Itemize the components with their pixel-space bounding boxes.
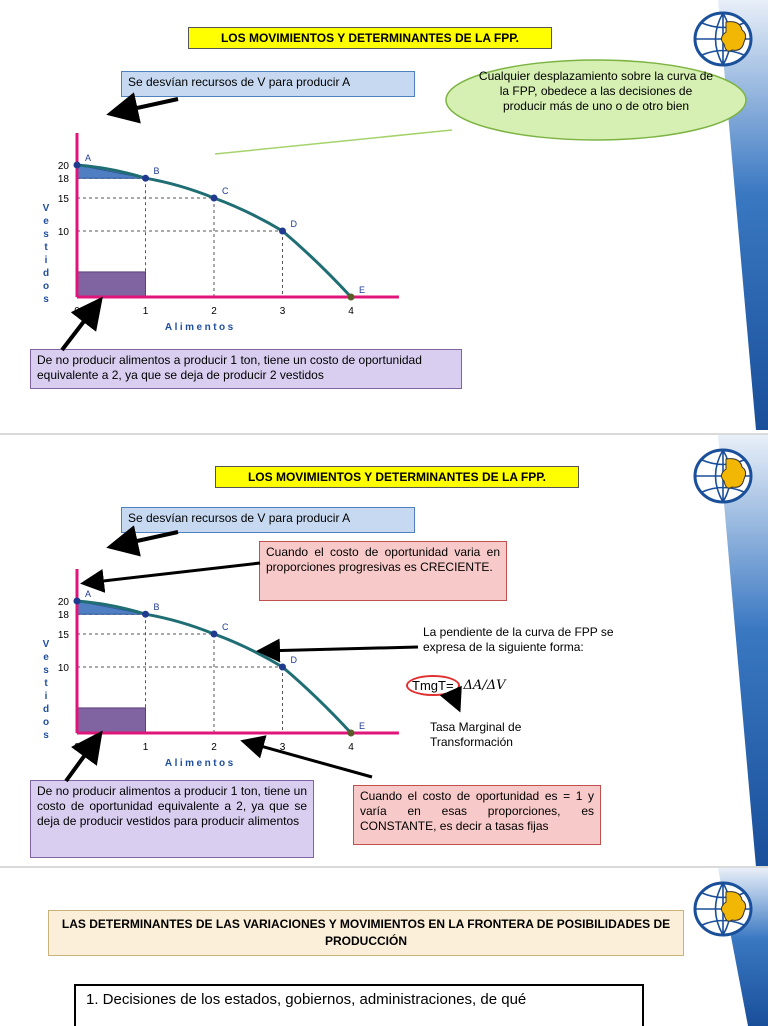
data-point-c bbox=[210, 630, 218, 638]
opportunity-cost-note: De no producir alimentos a producir 1 to… bbox=[30, 349, 462, 389]
x-tick-label: 3 bbox=[280, 306, 286, 317]
data-point-b bbox=[142, 610, 149, 618]
point-label: E bbox=[359, 285, 365, 295]
globe-logo-icon bbox=[693, 881, 753, 937]
point-label: B bbox=[154, 166, 160, 176]
slide-2: LOS MOVIMIENTOS Y DETERMINANTES DE LA FP… bbox=[0, 433, 768, 867]
x-tick-label: 2 bbox=[211, 742, 217, 753]
arrow-icon bbox=[439, 685, 462, 713]
y-tick-label: 20 bbox=[58, 597, 70, 608]
y-axis-label-char: s bbox=[43, 294, 49, 305]
y-axis-label-char: i bbox=[45, 691, 48, 702]
point-label: B bbox=[154, 602, 160, 612]
y-tick-label: 18 bbox=[58, 174, 70, 185]
arrow-icon bbox=[106, 92, 179, 124]
y-axis-label-char: V bbox=[43, 639, 50, 650]
data-point-e bbox=[347, 729, 355, 737]
x-tick-label: 1 bbox=[143, 306, 149, 317]
x-tick-label: 4 bbox=[348, 306, 354, 317]
x-tick-label: 2 bbox=[211, 306, 217, 317]
resource-note: Se desvían recursos de V para producir A bbox=[121, 507, 415, 533]
y-axis-label-char: s bbox=[43, 665, 49, 676]
arrow-icon bbox=[64, 730, 103, 783]
y-axis-label-char: e bbox=[43, 216, 49, 227]
globe-logo-icon bbox=[693, 11, 753, 67]
annotation-arrows bbox=[64, 525, 462, 783]
y-tick-label: 18 bbox=[58, 610, 70, 621]
arrow-icon bbox=[106, 525, 179, 557]
y-tick-label: 15 bbox=[58, 630, 70, 641]
y-tick-label: 15 bbox=[58, 194, 70, 205]
y-axis-label-char: d bbox=[43, 268, 49, 279]
tmgt-meaning: Tasa Marginal de Transformación bbox=[430, 720, 522, 749]
point-label: C bbox=[222, 186, 229, 196]
opportunity-cost-note: De no producir alimentos a producir 1 to… bbox=[30, 780, 314, 858]
y-axis-label-char: s bbox=[43, 730, 49, 741]
constant-cost-note: Cuando el costo de oportunidad es = 1 y … bbox=[353, 785, 601, 845]
resource-note: Se desvían recursos de V para producir A bbox=[121, 71, 415, 97]
y-axis-label-char: s bbox=[43, 229, 49, 240]
data-point-d bbox=[279, 663, 286, 671]
data-point-d bbox=[279, 227, 286, 235]
opportunity-cost-rect bbox=[76, 707, 146, 734]
slide-1: LOS MOVIMIENTOS Y DETERMINANTES DE LA FP… bbox=[0, 0, 768, 430]
y-axis-label-char: t bbox=[44, 242, 48, 253]
y-axis-label-char: e bbox=[43, 652, 49, 663]
callout-bubble-shape bbox=[445, 59, 747, 141]
y-axis-label-char: V bbox=[43, 203, 50, 214]
list-item-1: 1. Decisiones de los estados, gobiernos,… bbox=[74, 984, 644, 1026]
arrow-icon bbox=[80, 561, 261, 593]
y-axis-label-char: i bbox=[45, 255, 48, 266]
arrow-icon bbox=[256, 638, 419, 663]
point-label: E bbox=[359, 721, 365, 731]
slide-3: LAS DETERMINANTES DE LAS VARIACIONES Y M… bbox=[0, 866, 768, 1026]
y-axis-label-char: o bbox=[43, 281, 49, 292]
side-band bbox=[718, 435, 768, 867]
y-axis-label-char: t bbox=[44, 678, 48, 689]
y-tick-label: 20 bbox=[58, 161, 70, 172]
y-axis-label-char: d bbox=[43, 704, 49, 715]
y-tick-label: 10 bbox=[58, 227, 70, 238]
slope-text: La pendiente de la curva de FPP se expre… bbox=[423, 625, 614, 654]
determinantes-title: LAS DETERMINANTES DE LAS VARIACIONES Y M… bbox=[48, 910, 684, 956]
data-point-e bbox=[347, 293, 355, 301]
point-label: A bbox=[85, 153, 91, 163]
arrow-icon bbox=[240, 735, 373, 779]
globe-logo-icon bbox=[693, 448, 753, 504]
increasing-cost-note: Cuando el costo de oportunidad varia en … bbox=[259, 541, 507, 601]
x-tick-label: 3 bbox=[280, 742, 286, 753]
data-point-a bbox=[73, 597, 81, 605]
x-tick-label: 4 bbox=[348, 742, 354, 753]
slide-title: LOS MOVIMIENTOS Y DETERMINANTES DE LA FP… bbox=[188, 27, 552, 49]
x-tick-label: 1 bbox=[143, 742, 149, 753]
point-label: A bbox=[85, 589, 91, 599]
slide-title: LOS MOVIMIENTOS Y DETERMINANTES DE LA FP… bbox=[215, 466, 579, 488]
data-point-a bbox=[73, 161, 81, 169]
point-label: C bbox=[222, 622, 229, 632]
y-axis-label-char: o bbox=[43, 717, 49, 728]
annotation-arrows bbox=[60, 92, 453, 352]
data-point-b bbox=[142, 174, 149, 182]
data-point-c bbox=[210, 194, 218, 202]
callout-bubble: Cualquier desplazamiento sobre la curva … bbox=[478, 69, 714, 113]
y-tick-label: 10 bbox=[58, 663, 70, 674]
point-label: D bbox=[291, 219, 298, 229]
point-label: D bbox=[291, 655, 298, 665]
callout-pointer bbox=[214, 129, 453, 155]
arrow-icon bbox=[60, 296, 103, 352]
x-axis-label: Alimentos bbox=[165, 758, 236, 769]
tmgt-formula: ΔA/ΔV bbox=[463, 678, 506, 693]
x-axis-label: Alimentos bbox=[165, 322, 236, 333]
